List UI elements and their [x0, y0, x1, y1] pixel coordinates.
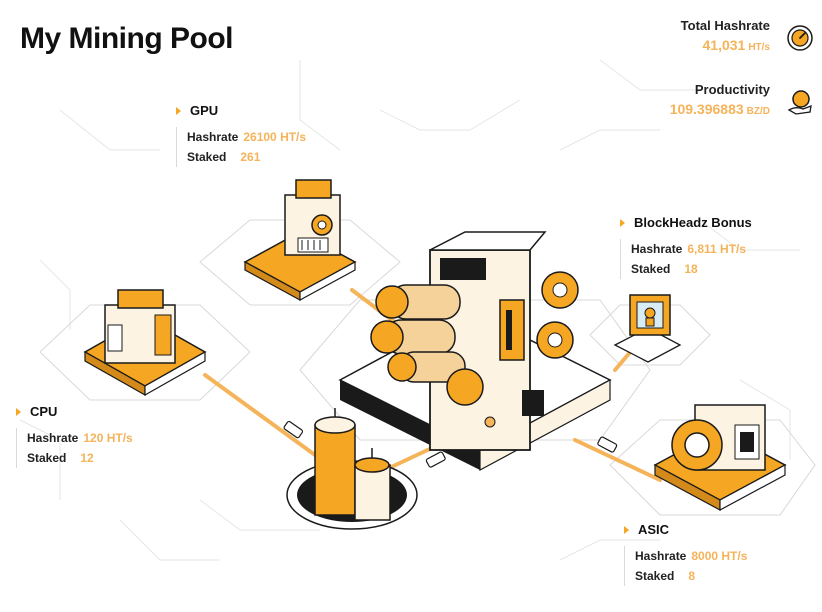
- cpu-staked-value: 12: [80, 451, 94, 465]
- asic-hashrate-row: Hashrate 8000 HT/s: [635, 546, 747, 566]
- staked-label: Staked: [631, 262, 671, 276]
- gpu-hex: [199, 219, 401, 306]
- staked-label: Staked: [187, 150, 227, 164]
- asic-hex: [609, 419, 816, 516]
- asic-card: ASIC Hashrate 8000 HT/s Staked 8: [624, 522, 747, 586]
- cpu-staked-row: Staked 12: [27, 448, 133, 468]
- gpu-staked-row: Staked 261: [187, 147, 306, 167]
- chevron-right-icon: [620, 218, 625, 227]
- productivity-number: 109.396883: [669, 101, 744, 117]
- asic-hashrate-value: 8000 HT/s: [691, 549, 748, 563]
- asic-machine: [653, 404, 787, 512]
- hashrate-label: Hashrate: [187, 130, 239, 144]
- asic-staked-value: 8: [688, 569, 696, 583]
- center-hex: [299, 299, 651, 441]
- blockheadz-card: BlockHeadz Bonus Hashrate 6,811 HT/s Stak…: [620, 215, 752, 279]
- productivity-label: Productivity: [694, 82, 770, 97]
- blockheadz-hashrate-row: Hashrate 6,811 HT/s: [631, 239, 752, 259]
- page-title: My Mining Pool: [20, 22, 233, 55]
- cpu-hex: [39, 304, 251, 401]
- pipe-coupler: [425, 451, 446, 468]
- chevron-right-icon: [624, 525, 629, 534]
- gpu-hashrate-value: 26100 HT/s: [243, 130, 307, 144]
- gpu-title: GPU: [190, 103, 219, 118]
- staked-label: Staked: [27, 451, 67, 465]
- cpu-hashrate-value: 120 HT/s: [83, 431, 133, 445]
- chevron-right-icon: [16, 407, 21, 416]
- gpu-card: GPU Hashrate 26100 HT/s Staked 261: [176, 103, 306, 167]
- central-reactor: [338, 231, 612, 472]
- silo-pit: [286, 408, 418, 530]
- staked-label: Staked: [635, 569, 675, 583]
- asic-staked-row: Staked 8: [635, 566, 747, 586]
- pipe-coupler: [283, 420, 304, 439]
- coin-hand-icon: [787, 90, 812, 115]
- total-hashrate-label: Total Hashrate: [680, 18, 770, 33]
- gpu-hashrate-row: Hashrate 26100 HT/s: [187, 127, 306, 147]
- blockheadz-frame: [613, 294, 682, 363]
- gauge-icon: [787, 25, 813, 51]
- asic-title: ASIC: [638, 522, 670, 537]
- cpu-machine: [83, 289, 207, 397]
- hashrate-label: Hashrate: [27, 431, 79, 445]
- hashrate-label: Hashrate: [635, 549, 687, 563]
- cpu-card: CPU Hashrate 120 HT/s Staked 12: [16, 404, 133, 468]
- cpu-hashrate-row: Hashrate 120 HT/s: [27, 428, 133, 448]
- blockheadz-staked-row: Staked 18: [631, 259, 752, 279]
- pipe-coupler: [597, 436, 618, 453]
- total-hashrate-unit: HT/s: [748, 42, 770, 53]
- gpu-machine: [243, 179, 357, 302]
- circuit-background: [19, 59, 800, 561]
- blockheadz-hashrate-value: 6,811 HT/s: [687, 242, 747, 256]
- hashrate-label: Hashrate: [631, 242, 683, 256]
- blockheadz-title: BlockHeadz Bonus: [634, 215, 752, 230]
- cpu-title: CPU: [30, 404, 58, 419]
- gpu-staked-value: 261: [240, 150, 261, 164]
- chevron-right-icon: [176, 106, 181, 115]
- productivity-unit: BZ/D: [746, 106, 770, 117]
- total-hashrate-number: 41,031: [702, 37, 746, 53]
- blockheadz-staked-value: 18: [684, 262, 698, 276]
